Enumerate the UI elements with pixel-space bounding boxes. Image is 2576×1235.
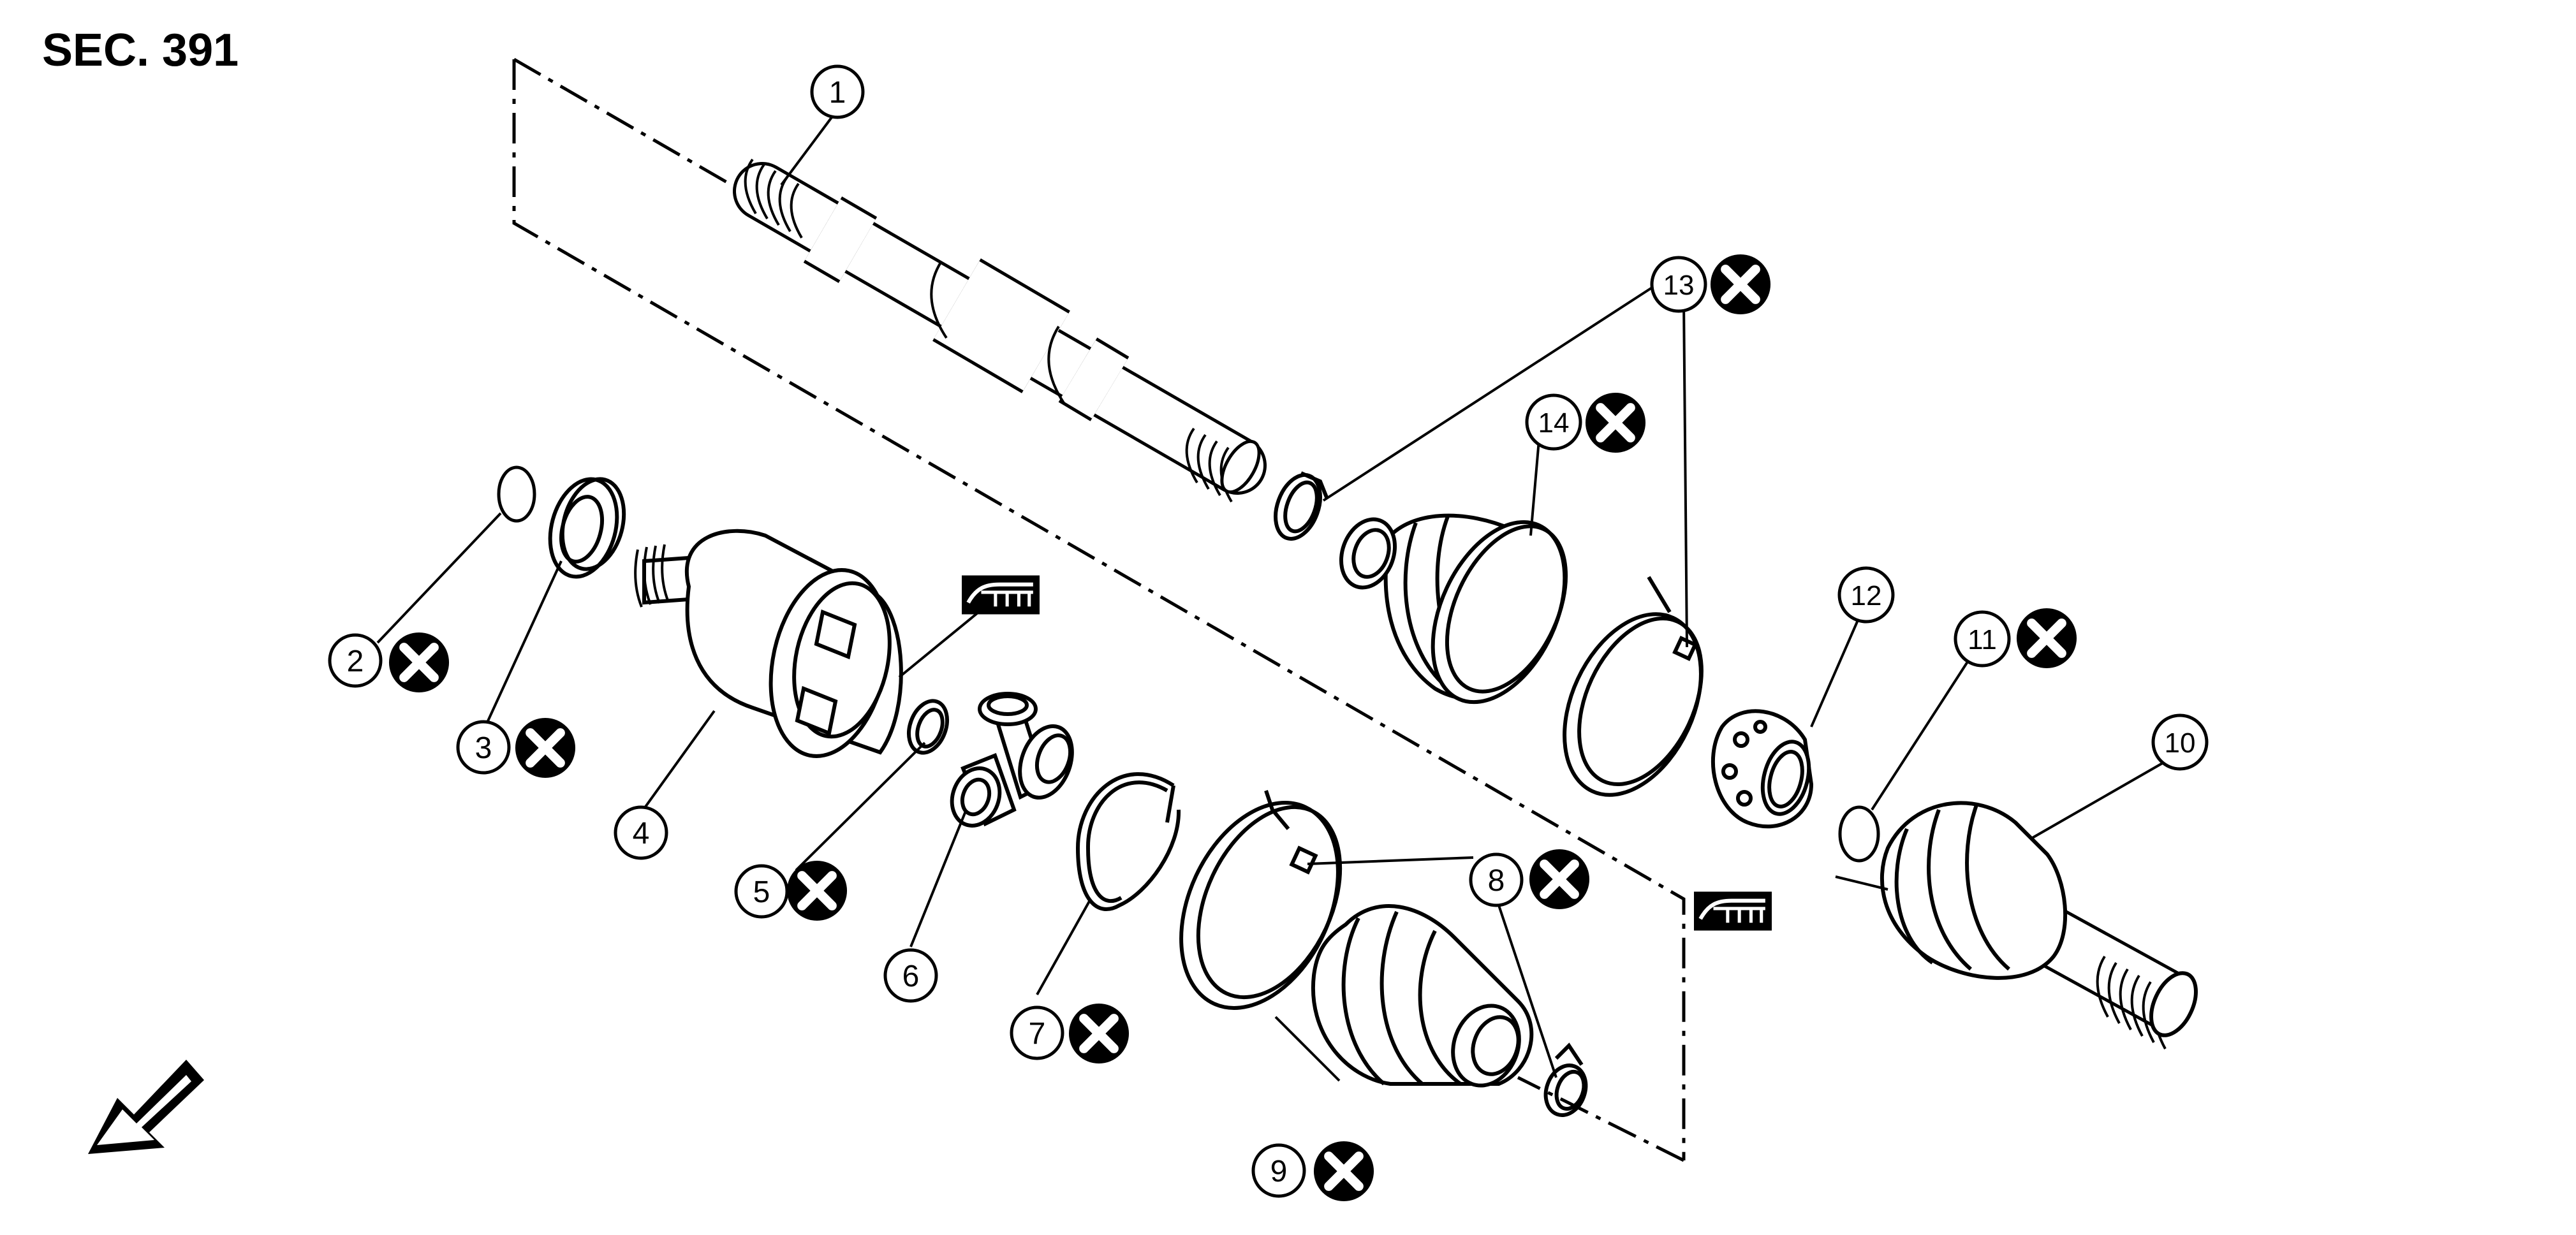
callout-14: 14 (1525, 393, 1582, 451)
x-circle-icon (787, 861, 847, 921)
outer-boot (1339, 513, 1568, 705)
x-circle-icon (1314, 1141, 1374, 1201)
callout-12: 12 (1837, 566, 1895, 624)
x-circle-icon (389, 632, 449, 692)
callout-13: 13 (1650, 256, 1707, 313)
callout-10: 10 (2151, 713, 2209, 771)
drive-shaft (733, 158, 1267, 503)
callout-number: 1 (829, 76, 846, 110)
assembly-boundary (512, 57, 1686, 1162)
callout-number: 11 (1968, 624, 1997, 655)
x-circle-icon (1529, 849, 1589, 909)
callout-number: 3 (475, 731, 492, 765)
callout-number: 5 (753, 875, 770, 909)
outer-joint (1880, 801, 2198, 1049)
boot-band-outer (1274, 471, 1704, 797)
snap-ring-small (907, 699, 949, 755)
inner-boot (1311, 904, 1534, 1088)
plug (497, 465, 536, 523)
front-arrow-icon (88, 1060, 204, 1154)
slide-joint-housing (634, 529, 903, 758)
callout-9: 9 (1251, 1143, 1306, 1198)
callout-1: 1 (810, 64, 865, 119)
seal (548, 477, 626, 579)
callout-number: 9 (1270, 1155, 1288, 1188)
boot-band-inner (1179, 790, 1588, 1117)
grease-gun-icon (962, 576, 1040, 615)
callout-number: 7 (1029, 1017, 1046, 1051)
snap-ring-large (1075, 772, 1181, 911)
callout-number: 10 (2165, 727, 2196, 759)
x-circle-icon (1711, 254, 1770, 314)
callout-11: 11 (1954, 610, 2011, 668)
callout-2: 2 (328, 633, 383, 688)
callout-8: 8 (1469, 852, 1524, 907)
callout-number: 2 (347, 645, 364, 678)
section-title: SEC. 391 (42, 25, 239, 76)
x-circle-icon (1586, 393, 1645, 453)
ball-cage (1711, 709, 1814, 829)
callout-7: 7 (1010, 1005, 1064, 1060)
callout-3: 3 (456, 720, 511, 775)
callout-number: 13 (1663, 270, 1695, 301)
callout-6: 6 (883, 948, 938, 1003)
x-circle-icon (2017, 608, 2077, 668)
spider-assembly (950, 692, 1074, 828)
callout-number: 6 (902, 960, 920, 993)
x-circle-icon (1069, 1004, 1129, 1063)
grease-gun-icon (1694, 892, 1772, 931)
callout-number: 8 (1488, 864, 1505, 898)
callout-number: 14 (1538, 407, 1570, 439)
x-circle-icon (515, 718, 575, 778)
stopper-plug (1838, 805, 1880, 863)
callout-5: 5 (734, 864, 789, 919)
callout-4: 4 (614, 805, 668, 860)
callout-number: 12 (1851, 580, 1882, 611)
callout-number: 4 (633, 817, 650, 851)
